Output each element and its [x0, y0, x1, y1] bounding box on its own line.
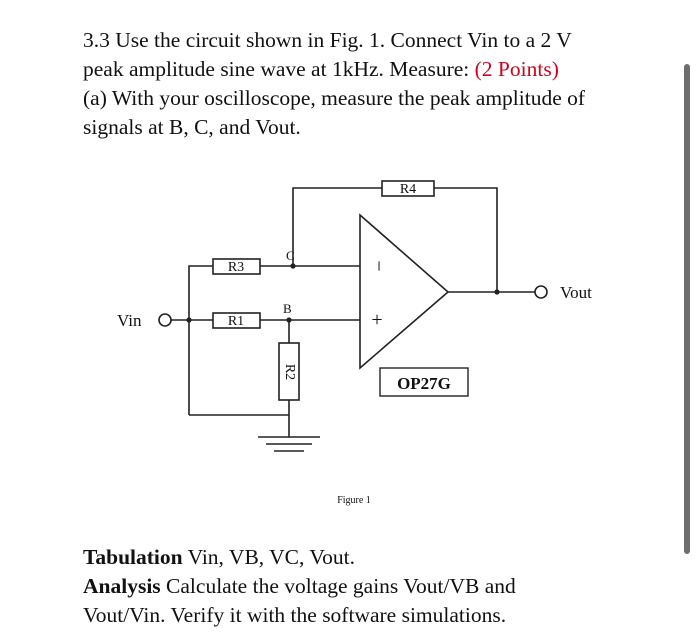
- opamp-symbol: [359, 213, 450, 370]
- vout-label: Vout: [560, 283, 592, 302]
- resistor-r2: [278, 342, 300, 401]
- resistor-r3: [212, 258, 261, 275]
- r1-label: R1: [228, 314, 244, 329]
- vout-terminal: [534, 285, 548, 299]
- node-c-label: C: [286, 248, 295, 263]
- opamp-label-box: [379, 367, 469, 397]
- r2-label: R2: [282, 364, 297, 380]
- resistor-r1: [212, 312, 261, 329]
- tabulation-heading: Tabulation: [83, 545, 183, 569]
- analysis-line-1: Analysis Calculate the voltage gains Vou…: [83, 572, 643, 601]
- vin-terminal: [158, 313, 172, 327]
- r3-label: R3: [228, 260, 244, 275]
- resistor-r4: [381, 180, 435, 197]
- opamp-label: OP27G: [397, 374, 451, 393]
- question-line-2-text: peak amplitude sine wave at 1kHz. Measur…: [83, 57, 475, 81]
- junction-b: [286, 317, 292, 323]
- wire-vin-to-r3: [188, 265, 213, 292]
- figure-caption: Figure 1: [337, 495, 371, 506]
- node-b-label: B: [283, 301, 292, 316]
- circuit-figure: R4 R3 R1 R2 C B Vin Vout − + OP27G Figur…: [117, 180, 592, 506]
- junction-c: [290, 263, 296, 269]
- tabulation-analysis: Tabulation Vin, VB, VC, Vout. Analysis C…: [83, 543, 643, 630]
- minus-sign: −: [367, 260, 389, 271]
- question-line-2: peak amplitude sine wave at 1kHz. Measur…: [83, 55, 643, 84]
- junction-vin: [186, 317, 192, 323]
- analysis-heading: Analysis: [83, 574, 161, 598]
- vin-label: Vin: [117, 311, 142, 330]
- points-label: (2 Points): [474, 57, 559, 81]
- tabulation-text: Vin, VB, VC, Vout.: [182, 545, 355, 569]
- wire-r4-to-vout: [434, 187, 498, 292]
- scrollbar[interactable]: [684, 64, 690, 554]
- plus-sign: +: [371, 309, 382, 331]
- question-line-1: 3.3 Use the circuit shown in Fig. 1. Con…: [83, 28, 572, 52]
- question-line-3: (a) With your oscilloscope, measure the …: [83, 86, 586, 110]
- analysis-text-1: Calculate the voltage gains Vout/VB and: [160, 574, 516, 598]
- r4-label: R4: [400, 182, 416, 197]
- question-line-4: signals at B, C, and Vout.: [83, 115, 301, 139]
- wire-c-to-r4: [292, 187, 382, 266]
- tabulation-line: Tabulation Vin, VB, VC, Vout.: [83, 543, 643, 572]
- junction-vout: [494, 289, 500, 295]
- question-text: 3.3 Use the circuit shown in Fig. 1. Con…: [83, 26, 643, 142]
- analysis-line-2: Vout/Vin. Verify it with the software si…: [83, 603, 507, 627]
